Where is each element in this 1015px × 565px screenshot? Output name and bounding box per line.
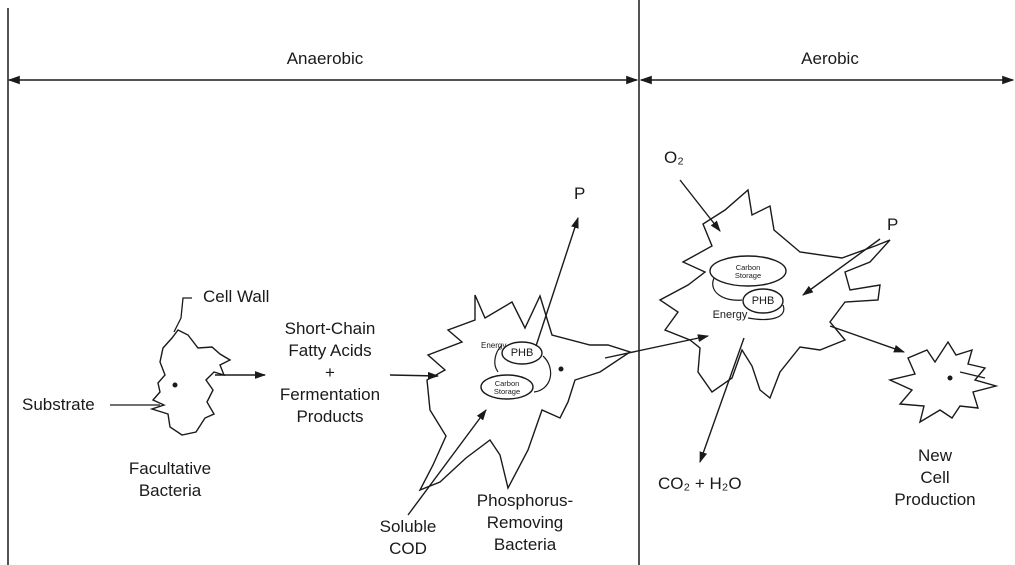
cod-line2: COD [358, 538, 458, 560]
oxygen-arrow [680, 180, 720, 231]
products-line1: Short-Chain [250, 318, 410, 340]
phb-label-anaerobic: PHB [502, 347, 542, 360]
phb-label-aerobic: PHB [743, 295, 783, 308]
new-cell-line3: Production [875, 489, 995, 511]
p-removing-line2: Removing [460, 512, 590, 534]
oxygen-label: O₂ [664, 147, 684, 169]
new-cell-line1: New [875, 445, 995, 467]
new-cell-production-label: New Cell Production [875, 445, 995, 511]
new-cell-line2: Cell [875, 467, 995, 489]
facultative-bacteria-label: Facultative Bacteria [100, 458, 240, 502]
storage-line2-aerobic: Storage [723, 272, 773, 280]
new-cell-outline [890, 342, 996, 422]
soluble-cod-label: Soluble COD [358, 516, 458, 560]
to-new-cell-arrow [830, 326, 904, 352]
anaerobic-label: Anaerobic [245, 48, 405, 70]
p-removing-cell-nucleus [559, 367, 564, 372]
phosphorus-release-arrow [536, 218, 578, 346]
p-removing-line1: Phosphorus- [460, 490, 590, 512]
carbon-storage-label-anaerobic: Carbon Storage [482, 380, 532, 396]
products-line3: + [250, 362, 410, 384]
storage-line2-anaerobic: Storage [482, 388, 532, 396]
energy-label-aerobic: Energy [700, 309, 760, 322]
carbon-storage-label-aerobic: Carbon Storage [723, 264, 773, 280]
p-removing-bacteria-label: Phosphorus- Removing Bacteria [460, 490, 590, 556]
co2-h2o-label: CO₂ + H₂O [658, 473, 742, 495]
products-line5: Products [250, 406, 410, 428]
p-removing-line3: Bacteria [460, 534, 590, 556]
new-cell-nucleus [948, 376, 953, 381]
facultative-label-line2: Bacteria [100, 480, 240, 502]
facultative-cell-outline [152, 330, 230, 435]
products-label: Short-Chain Fatty Acids + Fermentation P… [250, 318, 410, 428]
cell-wall-label: Cell Wall [203, 286, 269, 308]
phb-to-storage-curve [534, 356, 551, 392]
products-line4: Fermentation [250, 384, 410, 406]
co2-h2o-arrow [700, 338, 744, 462]
cell-wall-leader [174, 298, 192, 332]
storage-to-phb-curve [713, 278, 742, 300]
products-line2: Fatty Acids [250, 340, 410, 362]
facultative-cell-nucleus [173, 383, 178, 388]
facultative-label-line1: Facultative [100, 458, 240, 480]
p-uptake-label: P [887, 214, 898, 236]
cod-line1: Soluble [358, 516, 458, 538]
anaerobic-to-aerobic-arrow [605, 336, 708, 358]
p-release-label: P [574, 183, 585, 205]
aerobic-cell-outline [660, 190, 890, 398]
substrate-label: Substrate [22, 394, 95, 416]
aerobic-label: Aerobic [760, 48, 900, 70]
